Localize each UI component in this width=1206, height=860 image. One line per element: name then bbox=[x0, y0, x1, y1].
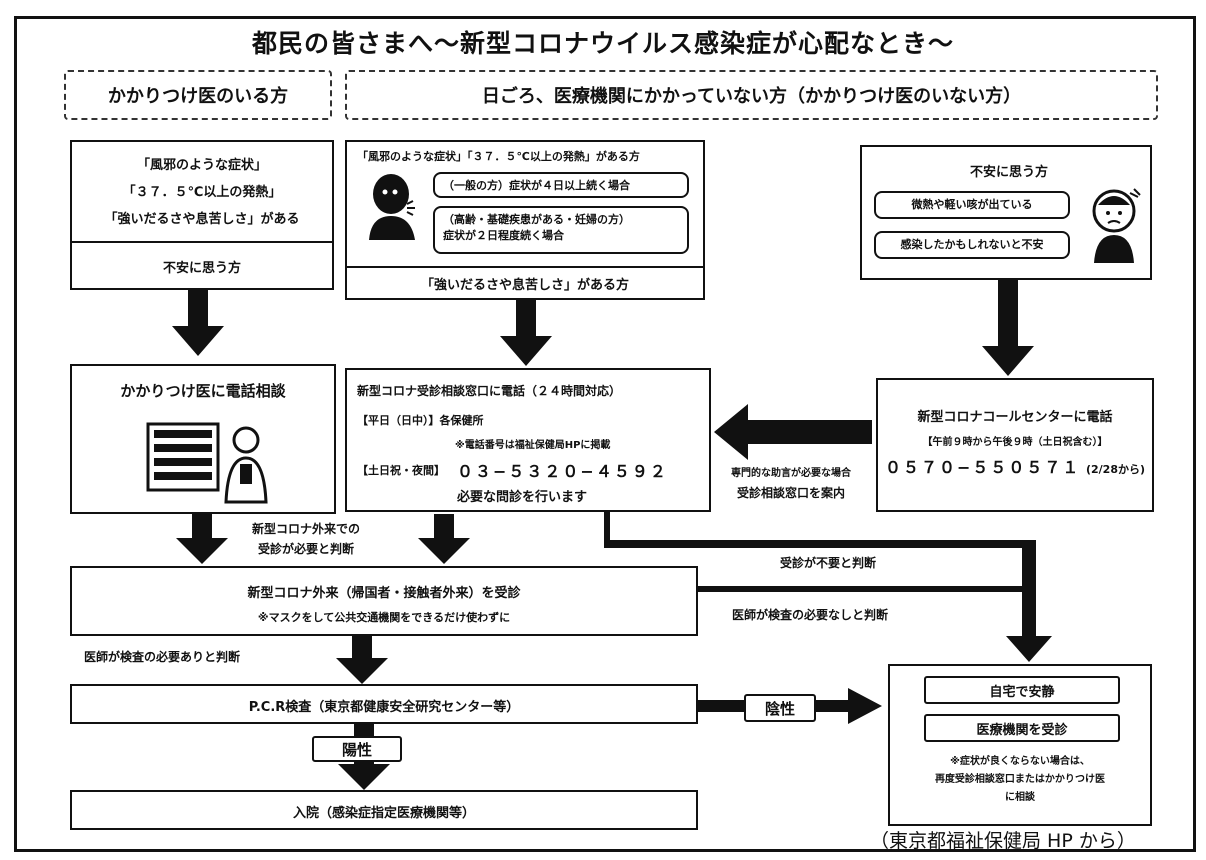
referral-label-1: 専門的な助言が必要な場合 bbox=[731, 468, 851, 479]
call-center-since: (2/28から) bbox=[1085, 463, 1146, 476]
arrow-down-to-home bbox=[1006, 540, 1052, 662]
right-worry-item-2: 感染したかもしれないと不安 bbox=[874, 231, 1070, 259]
left-symptom-1: 「風邪のような症状」 bbox=[136, 158, 267, 173]
header-no-family-doctor: 日ごろ、医療機関にかかっていない方（かかりつけ医のいない方） bbox=[345, 70, 1158, 120]
family-doctor-box: かかりつけ医に電話相談 bbox=[70, 364, 336, 514]
outpatient-note: ※マスクをして公共交通機関をできるだけ使わずに bbox=[257, 611, 511, 624]
source-caption: （東京都福祉保健局 HP から） bbox=[870, 830, 1136, 852]
home-note-3: に相談 bbox=[1005, 792, 1035, 803]
right-worry-item-1: 微熱や軽い咳が出ている bbox=[874, 191, 1070, 219]
test-needed-label: 医師が検査の必要ありと判断 bbox=[84, 650, 241, 664]
negative-badge: 陰性 bbox=[744, 694, 816, 722]
left-symptom-2: 「３７．５℃以上の発熱」 bbox=[122, 185, 282, 200]
call-center-box: 新型コロナコールセンターに電話 【午前９時から午後９時（土日祝含む）】 ０５７０… bbox=[876, 378, 1154, 512]
outpatient-box: 新型コロナ外来（帰国者・接触者外来）を受診 ※マスクをして公共交通機関をできるだ… bbox=[70, 566, 698, 636]
middle-symptoms-box: 「風邪のような症状」「３７．５℃以上の発熱」がある方 （一般の方）症状が４日以上… bbox=[345, 140, 705, 300]
outpatient-label-2: 受診が必要と判断 bbox=[257, 542, 354, 556]
arrow-down-middle-2 bbox=[418, 514, 470, 564]
pcr-title: P.C.R検査（東京都健康安全研究センター等） bbox=[248, 700, 520, 715]
consult-center-phone: ０３−５３２０−４５９２ bbox=[457, 462, 668, 481]
call-center-hours: 【午前９時から午後９時（土日祝含む）】 bbox=[922, 437, 1108, 448]
referral-label-2: 受診相談窓口を案内 bbox=[736, 486, 845, 500]
right-worry-heading: 不安に思う方 bbox=[970, 165, 1049, 180]
person-coughing-illustration bbox=[363, 170, 421, 240]
middle-symptom-heading: 「風邪のような症状」「３７．５℃以上の発熱」がある方 bbox=[357, 150, 640, 163]
consult-center-action: 必要な問診を行います bbox=[457, 490, 588, 505]
admission-title: 入院（感染症指定医療機関等） bbox=[292, 806, 475, 821]
positive-badge: 陽性 bbox=[312, 736, 402, 762]
arrow-down-middle-1 bbox=[500, 300, 552, 366]
arrow-down-right-1 bbox=[982, 280, 1034, 376]
connector-consult-down bbox=[604, 512, 610, 544]
home-visit-button: 医療機関を受診 bbox=[924, 714, 1120, 742]
home-note-2: 再度受診相談窓口またはかかりつけ医 bbox=[934, 774, 1106, 785]
elderly-case-line-2: 症状が２日程度続く場合 bbox=[443, 229, 564, 242]
arrow-down-left-2 bbox=[176, 514, 228, 564]
consult-center-note: ※電話番号は福祉保健局HPに掲載 bbox=[455, 440, 611, 451]
call-center-title: 新型コロナコールセンターに電話 bbox=[917, 410, 1113, 425]
connector-outpatient-right bbox=[698, 586, 1028, 592]
header-family-doctor: かかりつけ医のいる方 bbox=[64, 70, 332, 120]
arrow-down-to-pcr bbox=[336, 636, 388, 684]
outpatient-label-1: 新型コロナ外来での bbox=[251, 522, 360, 536]
home-note-1: ※症状が良くならない場合は、 bbox=[950, 756, 1090, 767]
connector-consult-right bbox=[604, 540, 1028, 548]
arrow-down-left-1 bbox=[172, 290, 224, 356]
consult-center-weekend-label: 【土日祝・夜間】 bbox=[357, 464, 445, 477]
admission-box: 入院（感染症指定医療機関等） bbox=[70, 790, 698, 830]
home-rest-button: 自宅で安静 bbox=[924, 676, 1120, 704]
arrow-left-to-consult bbox=[714, 404, 872, 460]
consult-center-weekday: 【平日（日中）】各保健所 bbox=[357, 414, 484, 427]
general-case-box: （一般の方）症状が４日以上続く場合 bbox=[433, 172, 689, 198]
consult-center-box: 新型コロナ受診相談窓口に電話（２４時間対応） 【平日（日中）】各保健所 ※電話番… bbox=[345, 368, 711, 512]
no-test-label: 医師が検査の必要なしと判断 bbox=[732, 608, 889, 622]
diagram-frame bbox=[14, 16, 1196, 852]
left-symptom-3: 「強いだるさや息苦しさ」がある bbox=[104, 212, 300, 227]
call-center-phone-row: ０５７０−５５０５７１ (2/28から) bbox=[878, 454, 1152, 478]
page-title: 都民の皆さまへ〜新型コロナウイルス感染症が心配なとき〜 bbox=[251, 29, 954, 58]
phone-consult-illustration bbox=[142, 414, 272, 504]
call-center-phone: ０５７０−５５０５７１ bbox=[884, 458, 1081, 477]
elderly-case-box: （高齢・基礎疾患がある・妊婦の方） 症状が２日程度続く場合 bbox=[433, 206, 689, 254]
left-symptoms-box: 「風邪のような症状」 「３７．５℃以上の発熱」 「強いだるさや息苦しさ」がある … bbox=[70, 140, 334, 290]
family-doctor-label: かかりつけ医に電話相談 bbox=[120, 382, 286, 400]
left-worry: 不安に思う方 bbox=[162, 261, 241, 276]
consult-center-title: 新型コロナ受診相談窓口に電話（２４時間対応） bbox=[357, 384, 622, 398]
anxious-person-illustration bbox=[1084, 183, 1144, 263]
pcr-box: P.C.R検査（東京都健康安全研究センター等） bbox=[70, 684, 698, 724]
elderly-case-line-1: （高齢・基礎疾患がある・妊婦の方） bbox=[443, 213, 630, 226]
home-box: 自宅で安静 医療機関を受診 ※症状が良くならない場合は、 再度受診相談窓口または… bbox=[888, 664, 1152, 826]
outpatient-title: 新型コロナ外来（帰国者・接触者外来）を受診 bbox=[247, 586, 521, 601]
no-visit-label: 受診が不要と判断 bbox=[780, 556, 877, 570]
middle-fatigue: 「強いだるさや息苦しさ」がある方 bbox=[420, 278, 629, 293]
right-worry-box: 不安に思う方 微熱や軽い咳が出ている 感染したかもしれないと不安 bbox=[860, 145, 1152, 280]
